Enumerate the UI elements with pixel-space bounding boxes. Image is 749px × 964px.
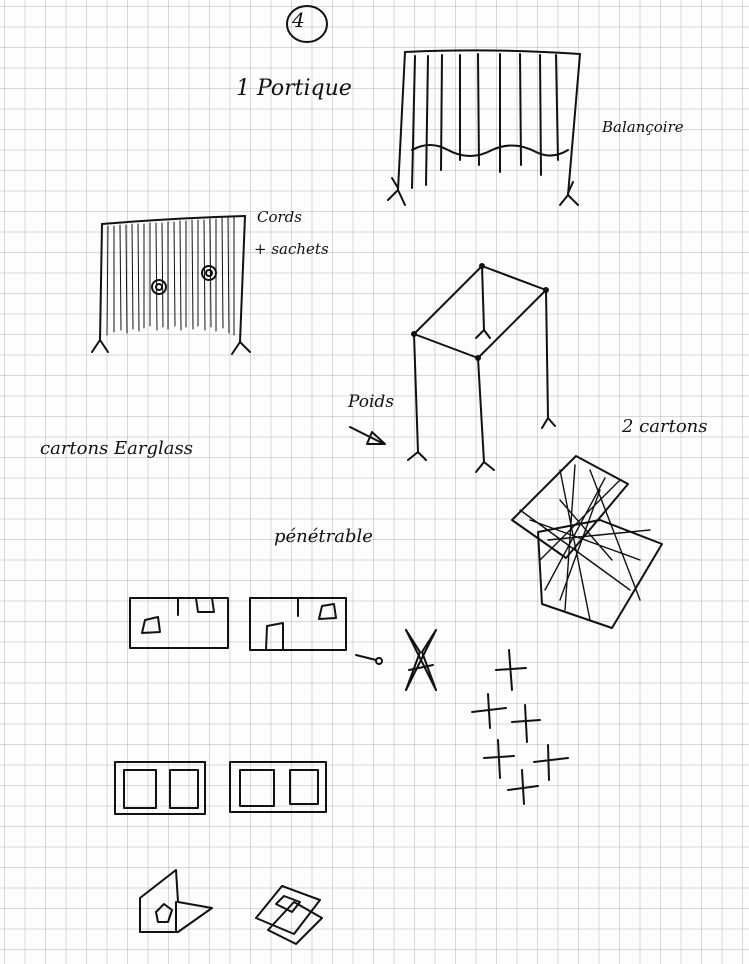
balancoire-sketch bbox=[388, 50, 580, 205]
small-arrow bbox=[356, 655, 382, 664]
label-penetrable: pénétrable bbox=[274, 528, 373, 546]
label-cords: Cords bbox=[257, 210, 302, 225]
label-poids: Poids bbox=[348, 394, 394, 411]
cords-sachets-sketch bbox=[92, 216, 250, 354]
double-box-plans bbox=[115, 762, 326, 814]
label-deux-cartons: 2 cartons bbox=[622, 418, 708, 436]
folded-cross-sketch bbox=[406, 630, 436, 690]
deux-cartons-sketch bbox=[512, 456, 662, 628]
penetrable-plans bbox=[130, 598, 346, 650]
poids-arrow bbox=[350, 427, 385, 444]
folded-pieces bbox=[140, 870, 322, 944]
portique-frame-sketch bbox=[408, 264, 555, 472]
label-balancoire: Balançoire bbox=[602, 120, 684, 135]
crosses-field bbox=[472, 650, 568, 804]
label-sachets: + sachets bbox=[254, 242, 329, 257]
page-number: 4 bbox=[292, 10, 305, 30]
label-cartons-earglass: cartons Earglass bbox=[40, 440, 193, 458]
label-portique: 1 Portique bbox=[236, 78, 352, 100]
